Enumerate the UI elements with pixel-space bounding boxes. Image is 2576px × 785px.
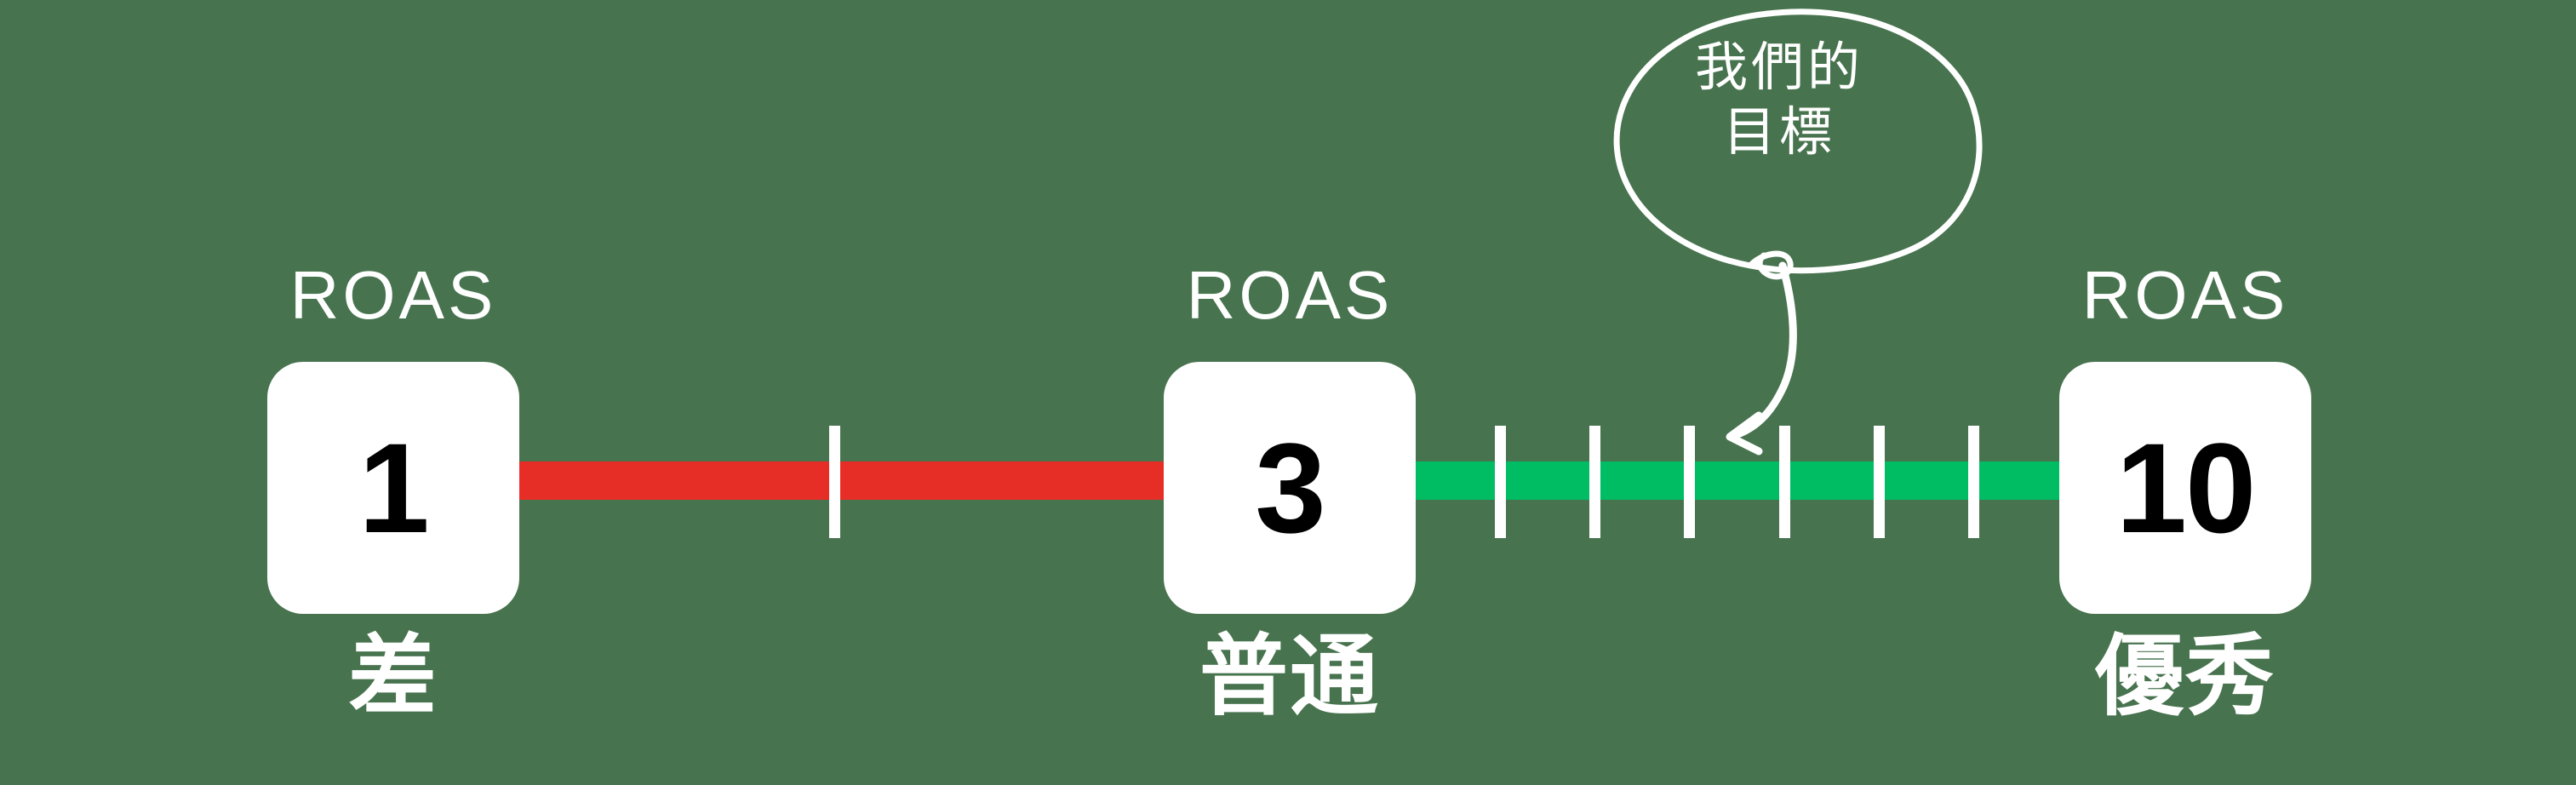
scale-node-poor: ROAS 1 差	[267, 261, 519, 721]
scale-tick	[1779, 426, 1790, 538]
scale-node-excellent: ROAS 10 優秀	[2059, 261, 2311, 721]
callout-text: 我們的 目標	[1583, 36, 1975, 164]
value-card: 10	[2059, 362, 2311, 614]
roas-value: 10	[2115, 416, 2257, 559]
value-card: 3	[1164, 362, 1416, 614]
scale-segment-poor	[516, 461, 1166, 500]
scale-tick	[1495, 426, 1506, 538]
roas-value: 1	[358, 416, 429, 559]
scale-tick	[1589, 426, 1600, 538]
value-card: 1	[267, 362, 519, 614]
speech-bubble-icon	[1613, 9, 1983, 456]
scale-tick	[1968, 426, 1979, 538]
roas-label: ROAS	[289, 257, 497, 333]
scale-segment-good	[1411, 461, 2062, 500]
goal-callout: 我們的 目標	[1583, 0, 2026, 477]
scale-tick	[1874, 426, 1885, 538]
scale-tick	[1684, 426, 1695, 538]
callout-line-1: 我們的	[1694, 38, 1863, 97]
roas-label: ROAS	[2081, 257, 2289, 333]
roas-label: ROAS	[1186, 257, 1394, 333]
roas-value: 3	[1255, 416, 1325, 559]
scale-node-average: ROAS 3 普通	[1164, 261, 1416, 721]
scale-tick	[829, 426, 840, 538]
callout-line-2: 目標	[1722, 102, 1835, 162]
tier-label: 優秀	[2094, 627, 2275, 726]
tier-label: 差	[347, 627, 438, 726]
tier-label: 普通	[1199, 627, 1380, 726]
